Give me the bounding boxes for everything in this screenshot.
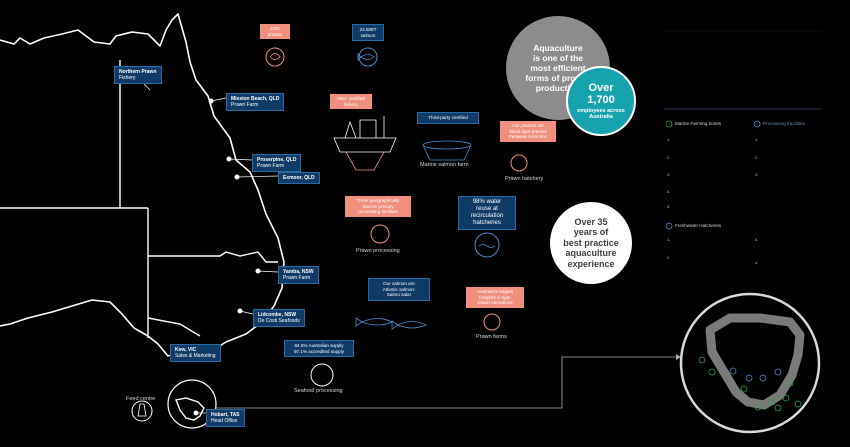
tasmania-island [705,313,805,410]
caption-prawn-processing: Prawn processing [356,248,400,254]
feed-centre-caption: Feed centre [126,396,156,402]
callout-years: Over 35 years of best practice aquacultu… [550,202,632,284]
processing-icon [370,224,390,244]
fishing-boat-icon [333,116,397,171]
caption-prawn-farms: Prawn farms [476,334,507,340]
tasmania-outline [175,397,205,421]
stat-footprint: Australia's largest footprint in tiger p… [466,287,524,308]
legend-processing-facilities: Processing Facilities [763,121,805,126]
facility-markers [729,367,782,382]
coastline [0,13,285,357]
zoom-arrowhead [676,354,681,360]
hatchery-icon [510,154,528,172]
legend-freshwater-hatcheries: Freshwater Hatcheries [675,223,722,228]
stat-prawns: 2381 prawns [260,24,290,39]
caption-marine-farm: Marine salmon farm [420,162,469,168]
callout-employees: Over 1,700 employees across Australia [566,66,636,136]
legend-marine-zones: Marine Farming Zones [675,121,722,126]
stat-salmon: 24,508T salmon [352,24,384,41]
label-exmoor: Exmoor, QLD [278,172,320,184]
prawn-farm-icon [483,313,501,331]
stat-water-reuse: 98% water reuse at recirculation hatcher… [458,196,516,230]
marine-zone-icon [665,120,673,128]
caption-prawn-hatchery: Prawn hatchery [505,176,544,182]
state-borders [0,60,278,338]
stat-supply: 84.6% Australian supply 97.1% accredited… [284,340,354,357]
leader-lines [139,79,279,414]
processing-facility-icon [753,120,761,128]
marine-zone-markers [698,356,802,412]
caption-seafood-processing: Seafood processing [294,388,343,394]
salmon-pen-icon [422,140,472,161]
salmon-icon [358,47,378,67]
seafood-processing-icon [310,363,334,387]
feed-centre-icon [131,400,153,422]
salmon-fish-icon [355,317,427,330]
stat-msc: MSC certified fishery [330,94,372,109]
prawn-icon [265,47,285,67]
tasmania-zoom-circle [167,379,217,429]
freshwater-hatchery-icon [665,222,673,230]
stat-processing: Three geographically diverse primary pro… [345,196,411,217]
stat-salmon-species: Our salmon are Atlantic salmon: Salmo sa… [368,278,430,301]
recirculation-icon [474,232,500,258]
stat-third-party: Third-party certified [417,112,479,124]
stat-prawn-species: Our prawns are black tiger prawns Penaeu… [500,121,556,142]
silo-icon [137,403,147,417]
zoom-connector [215,356,676,409]
